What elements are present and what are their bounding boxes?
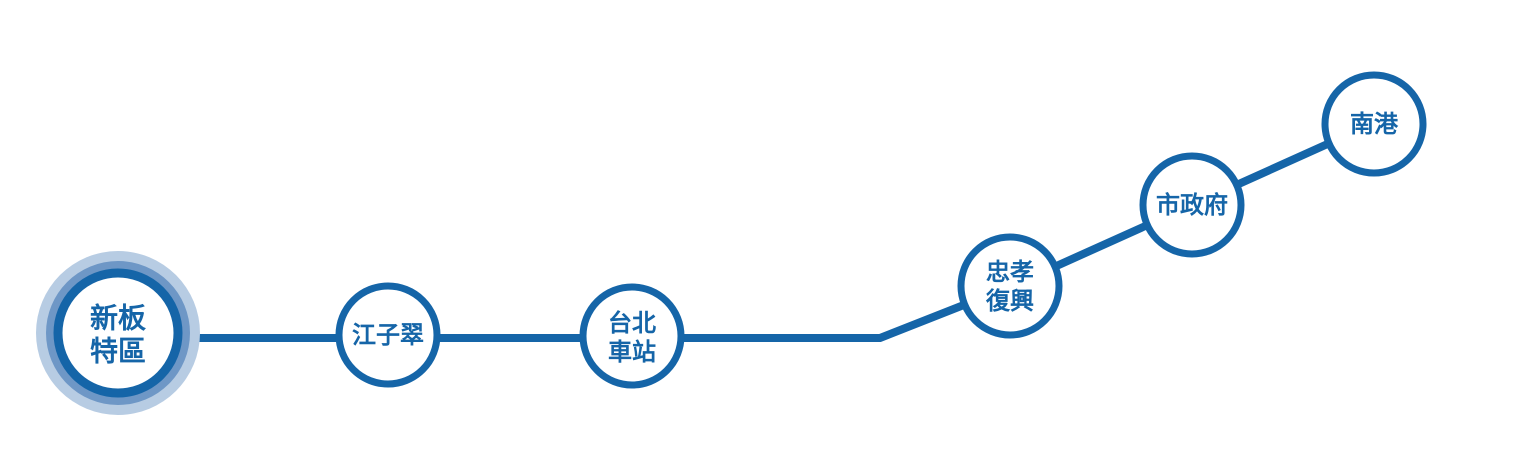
station-taipei-main-label-1: 台北 <box>608 309 656 337</box>
station-jiangzicui-label: 江子翠 <box>352 321 424 349</box>
station-taipei-main-label-2: 車站 <box>608 338 656 366</box>
station-zhongxiao-fuxing-label-2: 復興 <box>985 287 1034 315</box>
station-nangang-label: 南港 <box>1350 110 1399 138</box>
station-zhongxiao-fuxing-marker <box>957 233 1063 339</box>
station-nangang[interactable]: 南港 <box>1321 71 1427 177</box>
station-xinban[interactable]: 新板 特區 <box>53 268 183 398</box>
station-xinban-label-1: 新板 <box>90 302 146 335</box>
station-zhongxiao-fuxing[interactable]: 忠孝 復興 <box>957 233 1063 339</box>
station-city-hall[interactable]: 市政府 <box>1139 152 1245 258</box>
station-nangang-marker <box>1321 71 1427 177</box>
station-taipei-main-marker <box>579 283 685 389</box>
station-zhongxiao-fuxing-label-1: 忠孝 <box>986 258 1034 286</box>
station-city-hall-label: 市政府 <box>1156 191 1228 219</box>
station-xinban-marker <box>53 268 183 398</box>
station-city-hall-marker <box>1139 152 1245 258</box>
station-jiangzicui-marker <box>335 282 441 388</box>
station-jiangzicui[interactable]: 江子翠 <box>335 282 441 388</box>
station-taipei-main[interactable]: 台北 車站 <box>579 283 685 389</box>
station-xinban-label-2: 特區 <box>90 335 146 368</box>
